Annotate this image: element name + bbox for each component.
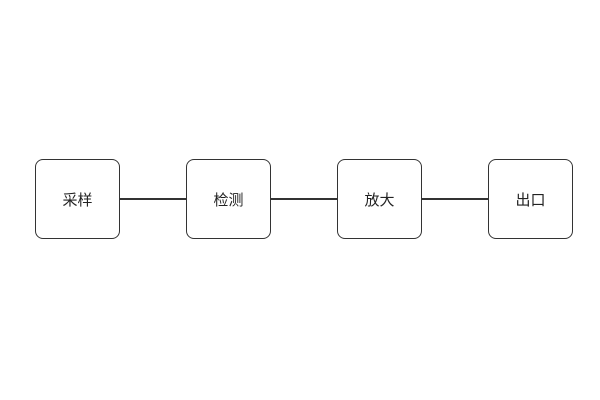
- node-label: 采样: [62, 190, 93, 209]
- node-label: 出口: [515, 190, 546, 209]
- node-label: 检测: [213, 190, 244, 209]
- connector-line-2: [271, 198, 337, 200]
- connector-line-3: [422, 198, 488, 200]
- node-detection: 检测: [186, 159, 271, 239]
- connector-line-1: [120, 198, 186, 200]
- node-sampling: 采样: [35, 159, 120, 239]
- node-label: 放大: [364, 190, 395, 209]
- node-amplification: 放大: [337, 159, 422, 239]
- node-output: 出口: [488, 159, 573, 239]
